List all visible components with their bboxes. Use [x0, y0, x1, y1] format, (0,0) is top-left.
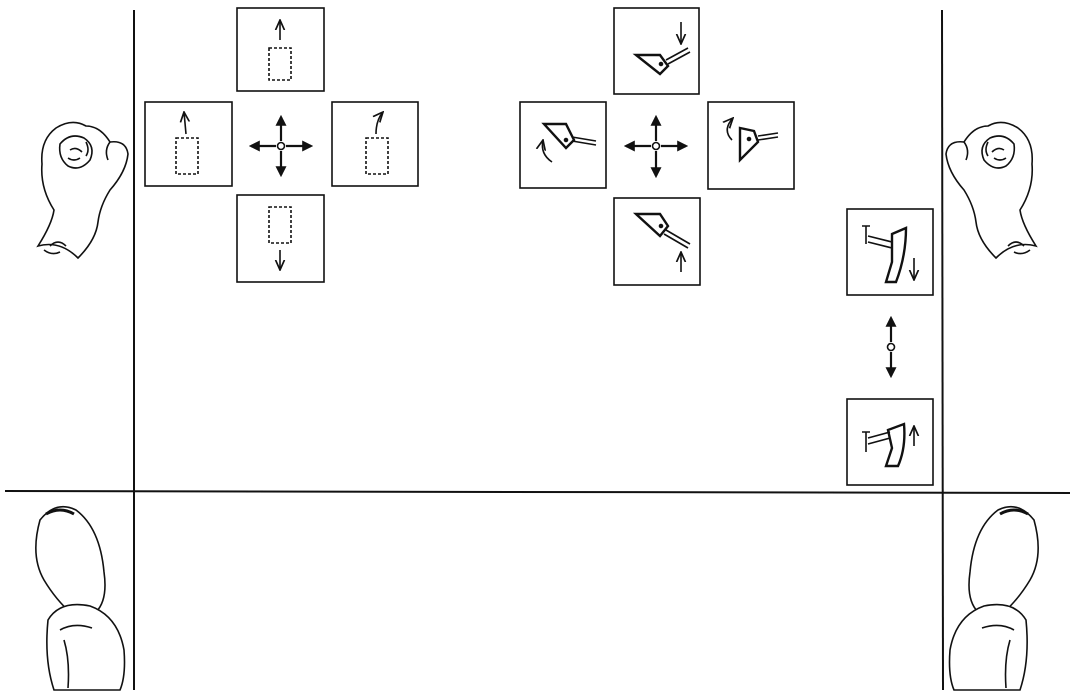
four-way-arrow-icon — [623, 114, 689, 179]
blade-control-group — [846, 208, 934, 486]
swing-left-icon — [144, 101, 233, 187]
bucket-dump-icon — [707, 101, 795, 190]
blade-raise-icon — [846, 398, 934, 486]
machine-reverse-icon — [236, 194, 325, 283]
right-vertical-divider — [941, 9, 944, 691]
bucket-curl-icon — [519, 101, 607, 189]
right-foot-pedal-icon — [948, 505, 1039, 691]
divider-lines — [4, 9, 1071, 691]
left-joystick-group — [144, 7, 419, 283]
swing-right-icon — [331, 101, 419, 187]
machine-forward-icon — [236, 7, 325, 92]
left-fist-icon — [36, 121, 129, 260]
horizontal-divider — [4, 490, 1071, 494]
right-fist-icon — [945, 121, 1038, 260]
two-way-arrow-icon — [885, 315, 897, 379]
four-way-arrow-icon — [248, 114, 314, 178]
blade-lower-icon — [846, 208, 934, 296]
boom-lower-icon — [613, 7, 700, 95]
left-foot-pedal-icon — [35, 505, 126, 691]
right-joystick-group — [519, 7, 795, 286]
boom-raise-icon — [613, 197, 701, 286]
